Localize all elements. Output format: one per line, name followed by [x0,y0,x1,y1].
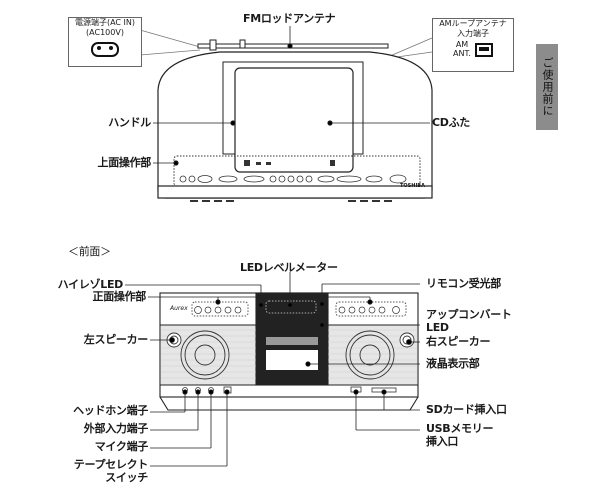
sd-slot-label: SDカード挿入口 [426,403,507,416]
usb-slot-label-1: USBメモリー [426,422,494,435]
fm-rod-antenna [197,39,389,51]
side-tab-before-use: ご使用前に [536,44,558,130]
upconvert-led-label-1: アップコンバート [426,308,512,321]
tape-select-label-2: スイッチ [105,471,148,484]
led-level-meter-label: LEDレベルメーター [240,261,338,274]
top-controls-panel [173,155,421,187]
lcd-display [266,350,318,370]
power-socket-label-2: (AC100V) [86,28,124,37]
antenna-jack-icon [474,42,493,57]
left-speaker [180,330,230,380]
power-socket-icon [91,42,119,57]
power-socket-callout: 電源端子(AC IN) (AC100V) [68,17,142,67]
tape-select-label-1: テープセレクト [73,458,149,471]
am-antenna-label-1: AMループアンテナ [439,19,507,28]
cd-lid-label: CDふた [432,116,471,129]
remote-sensor-label: リモコン受光部 [426,277,501,290]
upconvert-led-label-2: LED [426,321,449,334]
usb-slot-label-2: 挿入口 [426,435,459,448]
fm-antenna-label: FMロッドアンテナ [243,12,336,25]
right-speaker-label: 右スピーカー [426,335,491,348]
am-antenna-label-2: 入力端子 [457,29,489,38]
lcd-display-label: 液晶表示部 [426,357,480,370]
am-antenna-callout: AMループアンテナ 入力端子 AM ANT. [432,18,514,72]
aurex-logo: Aurex [170,305,188,312]
mic-jack-label: マイク端子 [94,440,149,453]
handle-label: ハンドル [108,116,151,129]
top-controls-label: 上面操作部 [97,156,152,169]
external-input-label: 外部入力端子 [83,422,149,435]
power-socket-label-1: 電源端子(AC IN) [74,18,136,27]
cd-lid [234,67,354,173]
right-speaker [345,330,395,380]
headphone-jack-label: ヘッドホン端子 [73,404,148,417]
hires-led-label: ハイレゾLED [57,278,124,291]
toshiba-logo: TOSHIBA [400,183,425,189]
am-jack-label-2: ANT. [453,48,471,58]
cassette-window [266,337,318,345]
left-speaker-label: 左スピーカー [83,333,149,346]
front-controls-label: 正面操作部 [92,290,147,303]
front-section-title: ＜前面＞ [68,245,111,258]
am-jack-label-1: AM [455,40,469,49]
